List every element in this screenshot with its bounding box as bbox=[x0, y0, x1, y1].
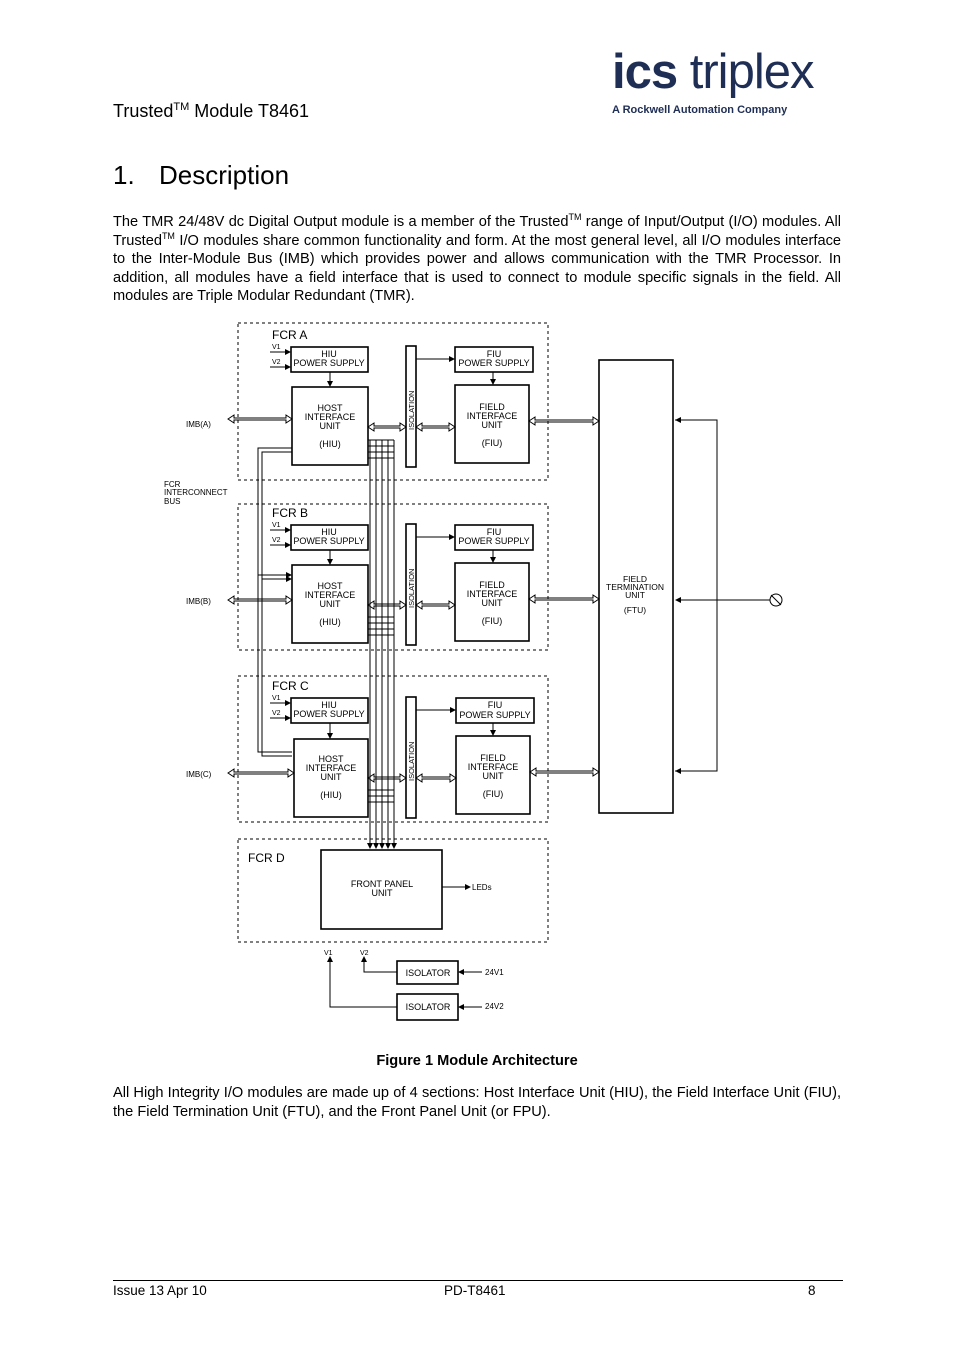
svg-text:V1: V1 bbox=[272, 695, 281, 702]
svg-text:ISOLATOR: ISOLATOR bbox=[406, 968, 451, 978]
svg-text:(FIU): (FIU) bbox=[483, 789, 504, 799]
svg-text:FIELD: FIELD bbox=[623, 574, 647, 584]
fcr-d-label: FCR D bbox=[248, 851, 285, 865]
svg-text:INTERFACE: INTERFACE bbox=[305, 590, 356, 600]
svg-text:ISOLATION: ISOLATION bbox=[407, 569, 416, 608]
field-interface-unit-b bbox=[454, 562, 530, 642]
fcr-a-label: FCR A bbox=[272, 328, 307, 342]
isolation-bar-c bbox=[405, 696, 417, 819]
svg-text:INTERFACE: INTERFACE bbox=[468, 762, 519, 772]
svg-text:HOST: HOST bbox=[317, 403, 343, 413]
fcr-c-label: FCR C bbox=[272, 679, 309, 693]
fcr-d-region bbox=[237, 838, 549, 943]
svg-text:INTERFACE: INTERFACE bbox=[306, 763, 357, 773]
figure-caption: Figure 1 Module Architecture bbox=[376, 1053, 578, 1069]
svg-text:(HIU): (HIU) bbox=[319, 617, 341, 627]
footer-divider bbox=[113, 1280, 843, 1281]
svg-text:(FTU): (FTU) bbox=[624, 605, 646, 615]
svg-text:HIU: HIU bbox=[321, 700, 337, 710]
field-termination-unit bbox=[598, 359, 674, 814]
fiu-power-supply-a bbox=[454, 346, 534, 373]
svg-text:IMB(A): IMB(A) bbox=[186, 420, 211, 429]
svg-text:HIU: HIU bbox=[321, 527, 337, 537]
svg-text:24V1: 24V1 bbox=[485, 968, 504, 977]
field-interface-unit-c bbox=[455, 735, 531, 815]
svg-text:TERMINATION: TERMINATION bbox=[606, 582, 664, 592]
svg-text:UNIT: UNIT bbox=[483, 771, 504, 781]
svg-text:FIELD: FIELD bbox=[480, 753, 506, 763]
svg-text:UNIT: UNIT bbox=[372, 888, 393, 898]
svg-text:INTERCONNECT: INTERCONNECT bbox=[164, 488, 228, 497]
svg-text:FRONT PANEL: FRONT PANEL bbox=[351, 879, 413, 889]
svg-text:(FIU): (FIU) bbox=[482, 438, 503, 448]
document-title: TrustedTM Module T8461 bbox=[113, 101, 310, 121]
svg-text:POWER SUPPLY: POWER SUPPLY bbox=[293, 358, 364, 368]
section-heading: 1.Description bbox=[113, 160, 290, 190]
company-logo: ics triplex A Rockwell Automation Compan… bbox=[612, 45, 814, 116]
svg-text:POWER SUPPLY: POWER SUPPLY bbox=[458, 358, 529, 368]
svg-text:V2: V2 bbox=[272, 359, 281, 366]
intro-paragraph: The TMR 24/48V dc Digital Output module … bbox=[113, 212, 841, 304]
svg-text:UNIT: UNIT bbox=[482, 420, 503, 430]
svg-text:IMB(C): IMB(C) bbox=[186, 770, 212, 779]
svg-text:UNIT: UNIT bbox=[320, 421, 341, 431]
svg-text:V2: V2 bbox=[360, 950, 369, 957]
svg-text:ISOLATION: ISOLATION bbox=[407, 391, 416, 430]
svg-text:ISOLATOR: ISOLATOR bbox=[406, 1002, 451, 1012]
svg-text:INTERFACE: INTERFACE bbox=[467, 589, 518, 599]
svg-text:LEDs: LEDs bbox=[472, 883, 492, 892]
svg-text:V2: V2 bbox=[272, 710, 281, 717]
svg-text:UNIT: UNIT bbox=[320, 599, 341, 609]
svg-text:V1: V1 bbox=[324, 950, 333, 957]
svg-text:V1: V1 bbox=[272, 344, 281, 351]
svg-text:V2: V2 bbox=[272, 537, 281, 544]
svg-text:FIU: FIU bbox=[487, 349, 502, 359]
svg-text:HOST: HOST bbox=[317, 581, 343, 591]
isolation-bar-a bbox=[405, 345, 417, 468]
svg-text:FIU: FIU bbox=[487, 527, 502, 537]
front-panel-unit bbox=[320, 849, 443, 930]
fcr-b-label: FCR B bbox=[272, 506, 308, 520]
svg-text:UNIT: UNIT bbox=[321, 772, 342, 782]
svg-text:IMB(B): IMB(B) bbox=[186, 597, 211, 606]
svg-text:(HIU): (HIU) bbox=[320, 790, 342, 800]
svg-text:HIU: HIU bbox=[321, 349, 337, 359]
field-interface-unit-a bbox=[454, 384, 530, 464]
footer-doc-id: PD-T8461 bbox=[444, 1283, 506, 1298]
svg-text:POWER SUPPLY: POWER SUPPLY bbox=[293, 536, 364, 546]
footer-page-number: 8 bbox=[808, 1283, 816, 1298]
fiu-power-supply-b bbox=[454, 524, 534, 551]
svg-text:ISOLATION: ISOLATION bbox=[407, 742, 416, 781]
svg-text:POWER SUPPLY: POWER SUPPLY bbox=[458, 536, 529, 546]
host-interface-unit-a bbox=[291, 386, 369, 466]
svg-text:INTERFACE: INTERFACE bbox=[467, 411, 518, 421]
svg-text:(HIU): (HIU) bbox=[319, 439, 341, 449]
svg-text:BUS: BUS bbox=[164, 497, 180, 506]
svg-text:FCR: FCR bbox=[164, 480, 181, 489]
svg-text:24V2: 24V2 bbox=[485, 1002, 504, 1011]
svg-text:UNIT: UNIT bbox=[482, 598, 503, 608]
footer-issue: Issue 13 Apr 10 bbox=[113, 1283, 207, 1298]
sections-paragraph: All High Integrity I/O modules are made … bbox=[113, 1085, 841, 1120]
fcr-b-region bbox=[237, 503, 549, 651]
svg-text:FIELD: FIELD bbox=[479, 402, 505, 412]
fiu-power-supply-c bbox=[455, 697, 535, 724]
host-interface-unit-b bbox=[291, 564, 369, 644]
svg-text:HOST: HOST bbox=[318, 754, 344, 764]
svg-text:UNIT: UNIT bbox=[625, 590, 645, 600]
svg-text:(FIU): (FIU) bbox=[482, 616, 503, 626]
svg-text:FIELD: FIELD bbox=[479, 580, 505, 590]
svg-text:V1: V1 bbox=[272, 522, 281, 529]
svg-text:POWER SUPPLY: POWER SUPPLY bbox=[459, 710, 530, 720]
svg-text:FIU: FIU bbox=[488, 700, 503, 710]
isolation-bar-b bbox=[405, 523, 417, 646]
svg-text:POWER SUPPLY: POWER SUPPLY bbox=[293, 709, 364, 719]
svg-text:INTERFACE: INTERFACE bbox=[305, 412, 356, 422]
